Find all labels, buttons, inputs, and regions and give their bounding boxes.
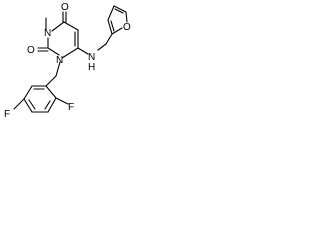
atom-label-h: H xyxy=(88,62,95,73)
atom-label-f-right: F xyxy=(68,102,74,113)
atom-label-n3: N xyxy=(44,28,51,39)
atom-label-f-left: F xyxy=(4,109,10,120)
difluorophenyl-ring xyxy=(13,85,69,113)
atom-label-o-top: O xyxy=(61,2,69,13)
atom-label-o-left: O xyxy=(27,45,35,56)
pyrimidine-ring xyxy=(47,21,79,59)
carbonyl-bonds xyxy=(37,11,67,52)
benzyl-ch2-bond xyxy=(55,61,61,77)
furan-ring xyxy=(107,5,128,35)
aminomethyl-linker xyxy=(77,33,113,55)
atom-label-n1: N xyxy=(56,55,63,66)
benzyl-link-bond xyxy=(45,75,57,87)
molecule-structure: O N O N N H O F F xyxy=(4,2,131,120)
atom-label-nh: N xyxy=(88,52,95,63)
atom-label-o-furan: O xyxy=(123,22,131,33)
